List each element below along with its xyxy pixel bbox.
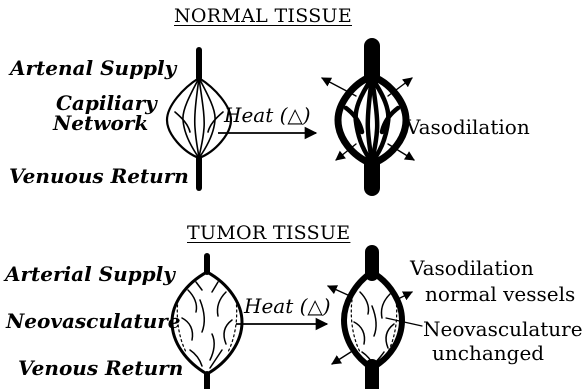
tumor-heated-diagram xyxy=(328,252,422,389)
tumor-heated-dotted-vessels xyxy=(351,300,396,352)
tumor-outline xyxy=(172,272,242,374)
tumor-baseline-vessel-diagram xyxy=(172,256,242,389)
normal-vasodilated-diagram xyxy=(322,46,414,188)
normal-capillary-outline xyxy=(167,78,231,158)
tumor-neovasculature xyxy=(182,282,232,368)
tumor-dotted-vessels xyxy=(177,300,236,352)
normal-baseline-vessel-diagram xyxy=(167,50,231,188)
